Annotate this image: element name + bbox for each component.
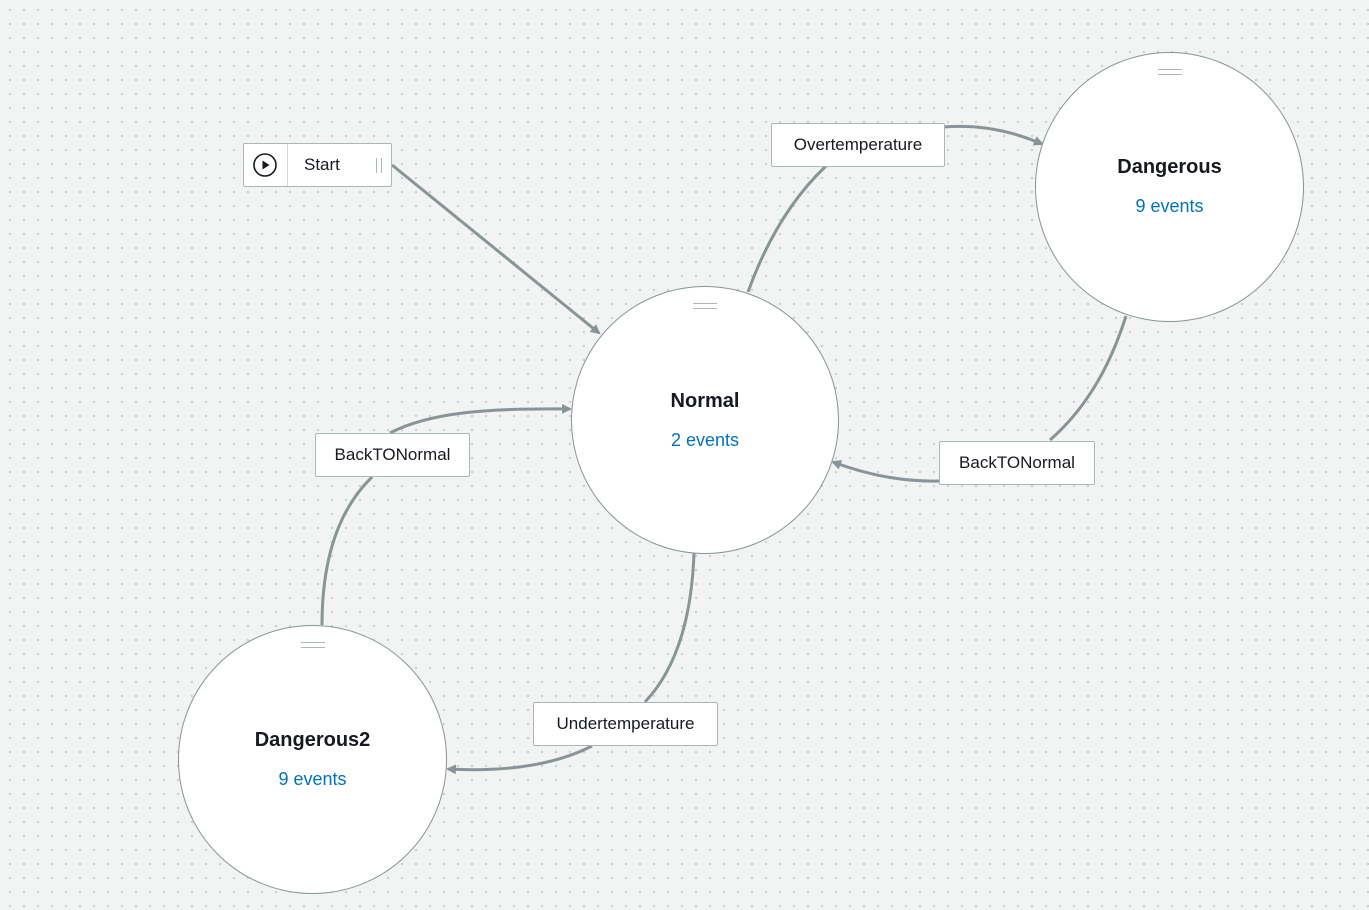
drag-handle-icon[interactable] (376, 158, 382, 173)
start-icon-cell (244, 144, 288, 186)
edge-dangerous2-to-backtonormal-label (320, 475, 374, 626)
drag-handle-icon[interactable] (693, 303, 717, 309)
edge-backtonormal-right-to-normal (831, 460, 940, 483)
transition-label-undertemperature[interactable]: Undertemperature (533, 702, 718, 746)
state-normal[interactable]: Normal 2 events (571, 286, 839, 554)
start-label: Start (304, 155, 340, 174)
transition-label-overtemperature[interactable]: Overtemperature (771, 123, 945, 167)
state-events-link[interactable]: 2 events (670, 430, 740, 450)
state-events-link[interactable]: 9 events (1135, 196, 1204, 216)
edge-normal-to-overtemperature-label (746, 164, 828, 293)
play-circle-icon (253, 153, 277, 177)
drag-handle-icon[interactable] (1157, 69, 1182, 75)
state-title: Dangerous2 (254, 729, 371, 751)
state-title: Dangerous (1117, 156, 1222, 178)
edge-start-to-normal (391, 163, 601, 335)
edge-backtonormal-left-to-normal (389, 403, 572, 435)
transition-label-back-to-normal-left[interactable]: BackTONormal (315, 433, 470, 477)
drag-handle-icon[interactable] (300, 642, 325, 648)
edge-overtemperature-to-dangerous (943, 124, 1044, 146)
edge-undertemperature-to-dangerous2 (446, 744, 593, 775)
state-dangerous2[interactable]: Dangerous2 9 events (178, 625, 447, 894)
state-title: Normal (670, 390, 740, 412)
start-node[interactable]: Start (243, 143, 392, 187)
state-events-link[interactable]: 9 events (278, 769, 347, 789)
transition-label-back-to-normal-right[interactable]: BackTONormal (939, 441, 1095, 485)
edge-dangerous-to-backtonormal-label (1049, 315, 1128, 442)
edge-normal-to-undertemperature-label (643, 552, 696, 704)
state-dangerous[interactable]: Dangerous 9 events (1035, 52, 1304, 322)
